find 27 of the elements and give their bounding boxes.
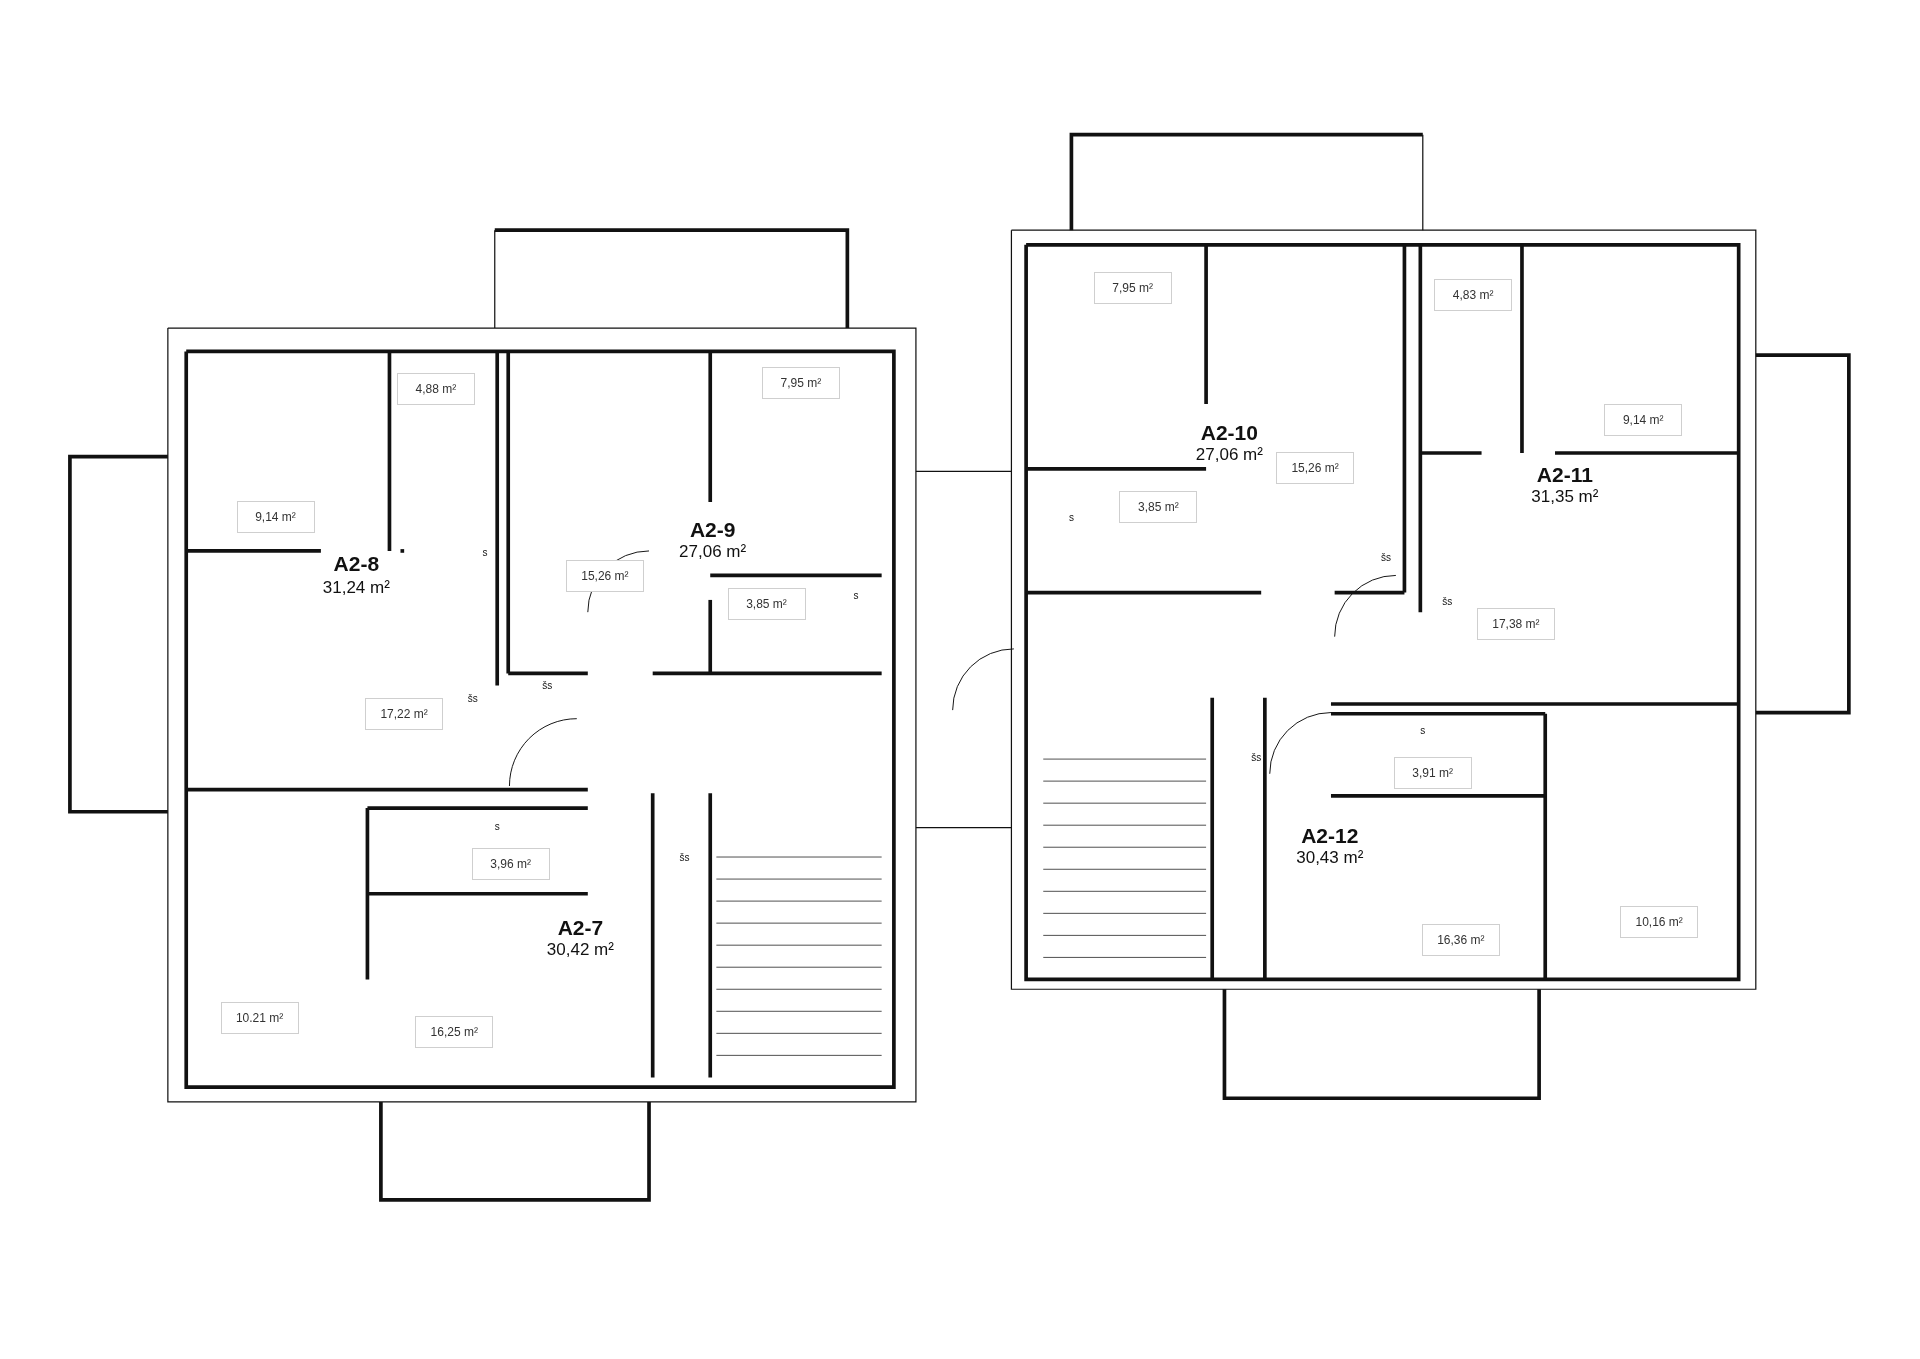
- fixture-mark: šs: [1249, 751, 1264, 764]
- room-area-tag: 16,25 m²: [415, 1016, 494, 1049]
- room-area-tag: 17,38 m²: [1476, 608, 1555, 641]
- unit-area: 30,42 m²: [544, 939, 616, 959]
- room-area-tag: 4,83 m²: [1434, 279, 1513, 312]
- room-area-tag: 9,14 m²: [236, 500, 315, 533]
- room-area-tag: 9,14 m²: [1604, 404, 1683, 436]
- room-area-tag: 7,95 m²: [1093, 271, 1172, 304]
- room-area-tag: 3,96 m²: [471, 848, 550, 881]
- room-area-tag: 3,85 m²: [1119, 490, 1198, 523]
- room-area-tag: 15,26 m²: [1276, 451, 1355, 484]
- room-area-tag: 10,16 m²: [1620, 906, 1699, 939]
- unit-area: 30,43 m²: [1294, 847, 1366, 867]
- fixture-mark: s: [1418, 725, 1428, 737]
- room-area-tag: 15,26 m²: [565, 559, 644, 592]
- room-area-tag: 10.21 m²: [220, 1001, 299, 1034]
- fixture-mark: šs: [540, 679, 555, 692]
- room-area-tag: 7,95 m²: [761, 367, 840, 400]
- unit-area: 31,24 m²: [320, 577, 392, 596]
- unit-area: 27,06 m²: [677, 541, 749, 561]
- room-area-tag: 3,85 m²: [727, 587, 806, 620]
- room-area-tag: 3,91 m²: [1393, 756, 1472, 789]
- unit-area: 31,35 m²: [1529, 486, 1601, 506]
- room-area-tag: 17,22 m²: [365, 697, 444, 730]
- room-area-tag: 16,36 m²: [1421, 924, 1500, 957]
- unit-area: 27,06 m²: [1193, 444, 1265, 464]
- room-area-tag: 4,88 m²: [396, 373, 475, 406]
